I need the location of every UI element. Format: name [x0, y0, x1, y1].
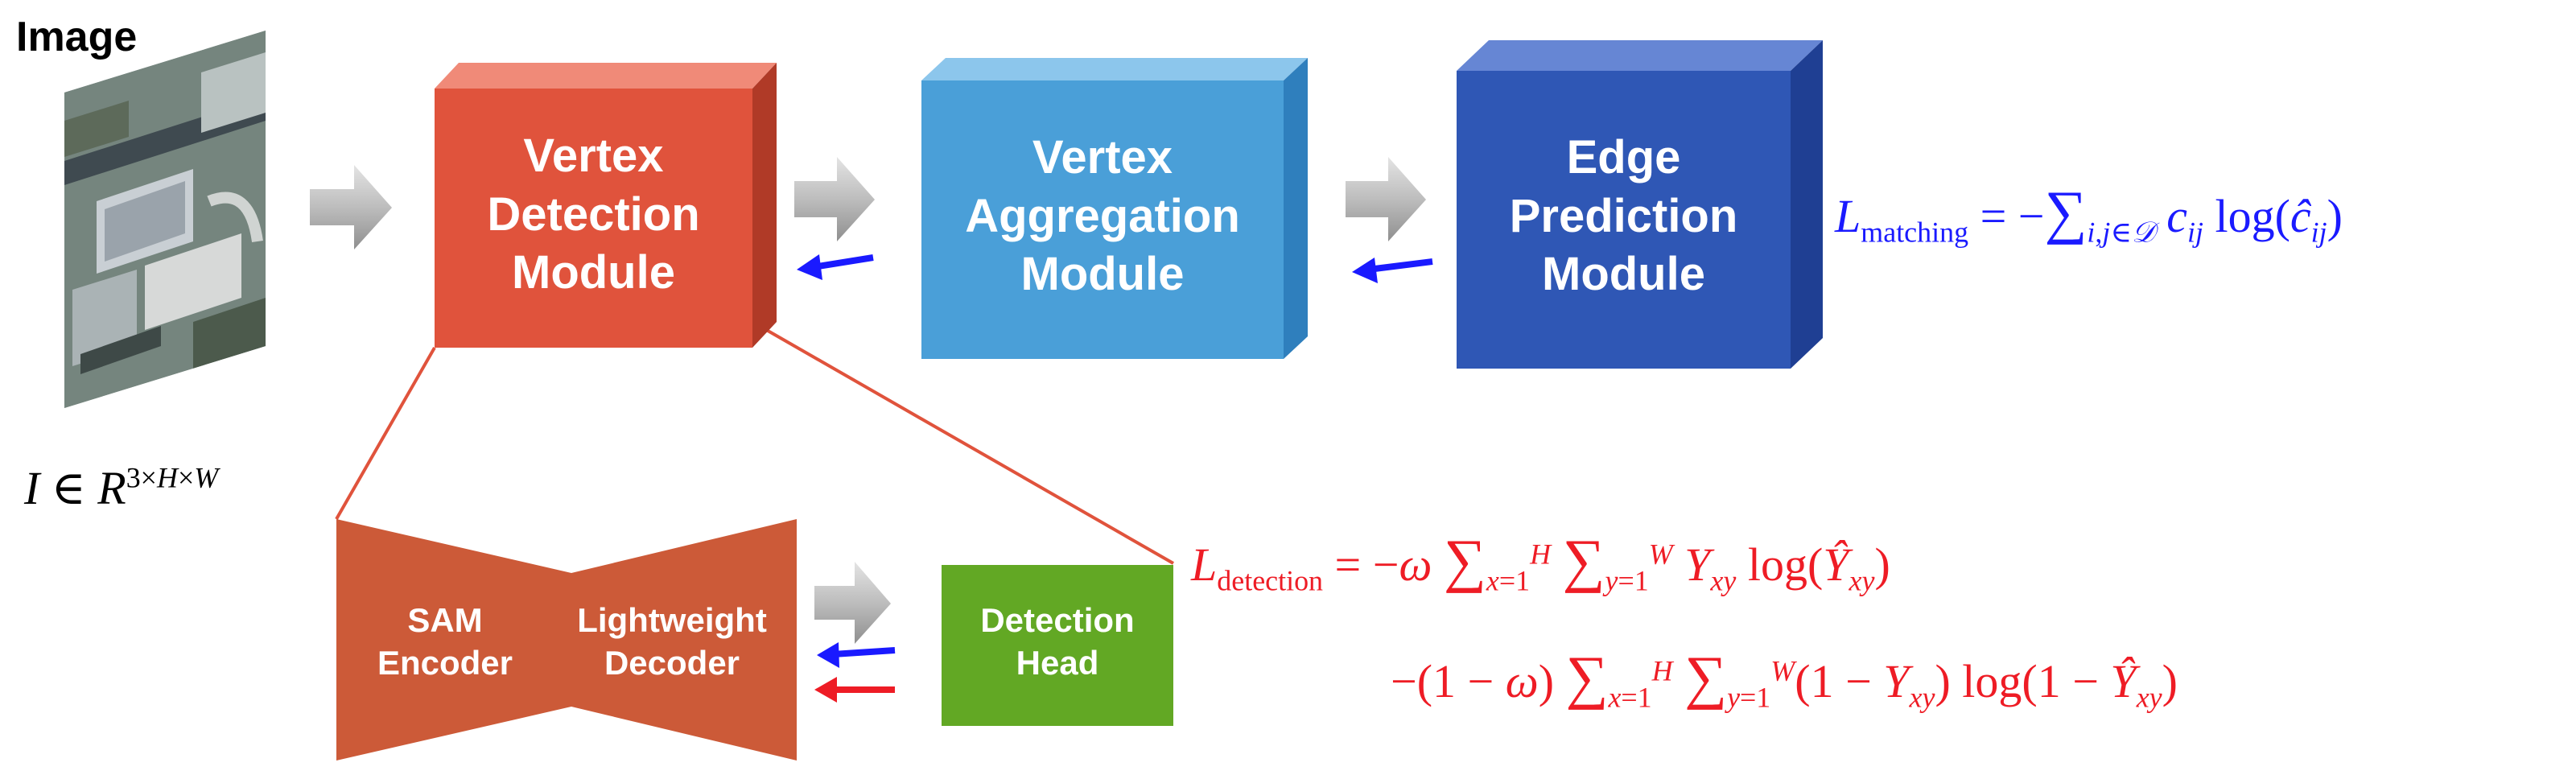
blue-backward-arrow: [817, 642, 896, 668]
edge-prediction-module-label: Edge Prediction Module: [1509, 131, 1738, 300]
input-shape-formula: I ∈ R3×H×W: [24, 461, 219, 514]
encoder-decoder-shape: [336, 519, 797, 761]
vertex-detection-module-label: Vertex Detection Module: [487, 130, 700, 299]
gray-forward-arrow: [794, 157, 875, 241]
vertex-detection-module-box: [435, 63, 777, 348]
sam-encoder-label: SAM Encoder: [377, 601, 513, 682]
connector-line: [335, 347, 436, 520]
lightweight-decoder-label: Lightweight Decoder: [577, 601, 767, 682]
red-backward-arrow: [814, 677, 895, 703]
vertex-aggregation-module-label: Vertex Aggregation Module: [965, 131, 1240, 300]
gray-forward-arrow: [814, 562, 891, 644]
connector-line: [752, 320, 1174, 565]
blue-backward-arrow: [1352, 258, 1433, 283]
image-title: Image: [16, 14, 138, 60]
gray-forward-arrow: [310, 165, 392, 249]
blue-backward-arrow: [797, 254, 874, 280]
detection-head-box: [942, 565, 1173, 726]
edge-prediction-module-box: [1457, 40, 1823, 369]
loss-detection-formula-line1: Ldetection = −ω ∑x=1H ∑y=1W Yxy log(Ŷxy): [1191, 528, 1890, 597]
loss-matching-formula: Lmatching = −∑i,j∈𝒟 cij log(ĉij): [1835, 179, 2343, 249]
gray-forward-arrow: [1346, 157, 1426, 241]
loss-detection-formula-line2: −(1 − ω) ∑x=1H ∑y=1W(1 − Yxy) log(1 − Ŷx…: [1391, 645, 2178, 714]
detection-head-label: Detection Head: [980, 601, 1135, 682]
aerial-image: [64, 31, 266, 408]
vertex-aggregation-module-box: [921, 58, 1308, 359]
